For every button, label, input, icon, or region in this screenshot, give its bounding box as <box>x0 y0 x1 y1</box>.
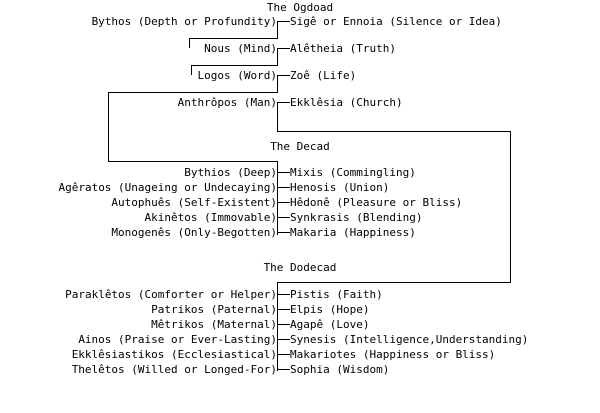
aeon-right-zoe: Zoê (Life) <box>290 69 357 82</box>
bracket-riser-ogdoad-2 <box>191 65 192 75</box>
pair-connector-ogdoad-2 <box>278 48 290 49</box>
aeon-left-akinetos: Akinêtos (Immovable) <box>144 211 277 224</box>
bracket-horizontal-to-dodecad <box>277 131 511 132</box>
pair-connector-ogdoad-3 <box>278 75 290 76</box>
pair-connector-decad-2 <box>278 187 290 188</box>
pair-connector-decad-4 <box>278 217 290 218</box>
aeon-right-hedone: Hêdonê (Pleasure or Bliss) <box>290 196 463 209</box>
pair-connector-dodecad-1 <box>278 294 290 295</box>
aeon-left-anthropos: Anthrôpos (Man) <box>177 96 277 109</box>
aeon-right-henosis: Henosis (Union) <box>290 181 390 194</box>
descender-to-dodecad <box>277 102 278 131</box>
aeon-left-monogenes: Monogenês (Only-Begotten) <box>111 226 277 239</box>
aeon-right-aletheia: Alêtheia (Truth) <box>290 42 396 55</box>
section-heading-decad: The Decad <box>270 140 330 153</box>
bracket-horizontal-ogdoad-3 <box>108 92 278 93</box>
aeon-left-nous: Nous (Mind) <box>204 42 277 55</box>
aeon-right-agape: Agapê (Love) <box>290 318 370 331</box>
bracket-riser-ogdoad-1 <box>189 38 190 48</box>
aeon-right-synesis: Synesis (Intelligence,Understanding) <box>290 333 529 346</box>
section-heading-dodecad: The Dodecad <box>263 261 337 274</box>
spine-dodecad <box>277 282 278 371</box>
aeon-left-patrikos: Patrikos (Paternal) <box>151 303 277 316</box>
bracket-horizontal-to-decad <box>108 161 278 162</box>
aeon-right-makariotes: Makariotes (Happiness or Bliss) <box>290 348 496 361</box>
pair-connector-decad-5 <box>278 232 290 233</box>
bracket-riser-ogdoad-3 <box>108 92 109 102</box>
aeon-left-autophues: Autophuês (Self-Existent) <box>111 196 277 209</box>
bracket-riser-right-dodecad <box>510 131 511 282</box>
descender-ogdoad-1 <box>277 21 278 38</box>
aeon-left-metrikos: Mêtrikos (Maternal) <box>151 318 277 331</box>
aeon-right-pistis: Pistis (Faith) <box>290 288 383 301</box>
pair-connector-decad-1 <box>278 172 290 173</box>
descender-ogdoad-2 <box>277 48 278 65</box>
aeon-left-parakletos: Paraklêtos (Comforter or Helper) <box>65 288 277 301</box>
aeon-right-sige: Sigê or Ennoia (Silence or Idea) <box>290 15 502 28</box>
spine-decad <box>277 161 278 235</box>
pair-connector-dodecad-3 <box>278 324 290 325</box>
pair-connector-dodecad-2 <box>278 309 290 310</box>
aeon-left-bythios: Bythios (Deep) <box>184 166 277 179</box>
descender-ogdoad-3 <box>277 75 278 92</box>
bracket-horizontal-dodecad <box>277 282 511 283</box>
aeon-left-ageratos: Agêratos (Unageing or Undecaying) <box>58 181 277 194</box>
aeon-right-mixis: Mixis (Commingling) <box>290 166 416 179</box>
aeon-left-theletos: Thelêtos (Willed or Longed-For) <box>71 363 277 376</box>
pair-connector-dodecad-4 <box>278 339 290 340</box>
descender-to-decad <box>108 102 109 162</box>
pair-connector-dodecad-6 <box>278 369 290 370</box>
aeon-left-bythos: Bythos (Depth or Profundity) <box>91 15 277 28</box>
aeon-right-synkrasis: Synkrasis (Blending) <box>290 211 423 224</box>
aeon-right-elpis: Elpis (Hope) <box>290 303 370 316</box>
pair-connector-dodecad-5 <box>278 354 290 355</box>
section-heading-ogdoad: The Ogdoad <box>266 1 334 14</box>
pair-connector-ogdoad-1 <box>278 21 290 22</box>
aeon-right-sophia: Sophia (Wisdom) <box>290 363 390 376</box>
aeon-left-logos: Logos (Word) <box>197 69 277 82</box>
bracket-horizontal-ogdoad-2 <box>191 65 278 66</box>
bracket-horizontal-ogdoad-1 <box>189 38 278 39</box>
aeon-left-ekklesiastikos: Ekklêsiastikos (Ecclesiastical) <box>71 348 277 361</box>
pair-connector-ogdoad-4 <box>278 102 290 103</box>
aeon-right-makaria: Makaria (Happiness) <box>290 226 416 239</box>
aeon-right-ekklesia: Ekklêsia (Church) <box>290 96 403 109</box>
pair-connector-decad-3 <box>278 202 290 203</box>
aeon-left-ainos: Ainos (Praise or Ever-Lasting) <box>78 333 277 346</box>
